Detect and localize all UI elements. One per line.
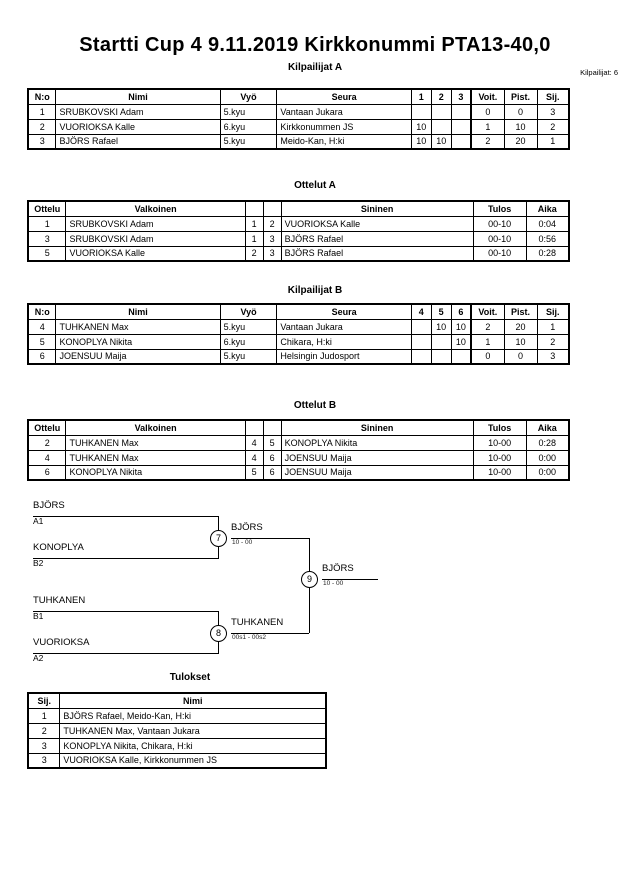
bracket-line [33, 558, 218, 559]
bracket-line [33, 516, 218, 517]
matches-a-heading: Ottelut A [294, 180, 336, 191]
table-row: 6 JOENSUU Maija 5.kyu Helsingin Judospor… [27, 348, 570, 365]
bracket-entry-seed: B1 [33, 611, 44, 621]
bracket-match-number: 9 [301, 571, 318, 588]
bracket-entry-seed: A2 [33, 653, 44, 663]
results-table: Sij. Nimi 1 BJÖRS Rafael, Meido-Kan, H:k… [27, 692, 327, 769]
results-heading: Tulokset [169, 672, 211, 683]
bracket-line [33, 653, 218, 654]
table-row: 6 KONOPLYA Nikita 5 6 JOENSUU Maija 10-0… [27, 464, 570, 481]
bracket-line [231, 633, 309, 634]
bracket-line [33, 611, 218, 612]
pool-a-heading: Kilpailijat A [287, 62, 343, 73]
pool-a-table: N:o Nimi Vyö Seura 1 2 3 Voit. Pist. Sij… [27, 88, 570, 150]
table-row: 2 VUORIOKSA Kalle 6.kyu Kirkkonummen JS … [27, 118, 570, 135]
bracket-entry-seed: B2 [33, 558, 44, 568]
bracket-match-number: 7 [210, 530, 227, 547]
table-header-row: Ottelu Valkoinen Sininen Tulos Aika [27, 200, 570, 217]
bracket-champion-name: BJÖRS [322, 563, 354, 574]
table-row: 3 VUORIOKSA Kalle, Kirkkonummen JS [27, 752, 327, 769]
bracket-score: 10 - 00 [323, 580, 344, 587]
table-header-row: N:o Nimi Vyö Seura 4 5 6 Voit. Pist. Sij… [27, 303, 570, 320]
table-row: 4 TUHKANEN Max 5.kyu Vantaan Jukara 10 1… [27, 318, 570, 335]
table-row: 5 KONOPLYA Nikita 6.kyu Chikara, H:ki 10… [27, 333, 570, 350]
table-row: 4 TUHKANEN Max 4 6 JOENSUU Maija 10-00 0… [27, 449, 570, 466]
pool-b-table: N:o Nimi Vyö Seura 4 5 6 Voit. Pist. Sij… [27, 303, 570, 365]
table-header-row: Ottelu Valkoinen Sininen Tulos Aika [27, 419, 570, 436]
bracket-winner-name: BJÖRS [231, 522, 263, 533]
bracket-match-number: 8 [210, 625, 227, 642]
bracket-entry-name: BJÖRS [33, 500, 65, 511]
table-row: 3 BJÖRS Rafael 5.kyu Meido-Kan, H:ki 10 … [27, 133, 570, 150]
bracket-line [322, 579, 378, 580]
elimination-bracket: BJÖRS A1 KONOPLYA B2 7 BJÖRS 10 - 00 TUH… [0, 495, 630, 670]
matches-b-heading: Ottelut B [293, 400, 337, 411]
table-row: 3 SRUBKOVSKI Adam 1 3 BJÖRS Rafael 00-10… [27, 230, 570, 247]
table-row: 2 TUHKANEN Max, Vantaan Jukara [27, 722, 327, 739]
table-row: 3 KONOPLYA Nikita, Chikara, H:ki [27, 737, 327, 754]
bracket-entry-name: TUHKANEN [33, 595, 86, 606]
table-row: 1 SRUBKOVSKI Adam 1 2 VUORIOKSA Kalle 00… [27, 215, 570, 232]
pool-b-heading: Kilpailijat B [287, 285, 343, 296]
matches-a-table: Ottelu Valkoinen Sininen Tulos Aika 1 SR… [27, 200, 570, 262]
bracket-score: 00s1 - 00s2 [232, 634, 266, 641]
table-header-row: N:o Nimi Vyö Seura 1 2 3 Voit. Pist. Sij… [27, 88, 570, 105]
table-row: 1 SRUBKOVSKI Adam 5.kyu Vantaan Jukara 0… [27, 103, 570, 120]
competitor-count: Kilpailijat: 6 [580, 68, 618, 77]
bracket-score: 10 - 00 [232, 539, 253, 546]
table-row: 2 TUHKANEN Max 4 5 KONOPLYA Nikita 10-00… [27, 434, 570, 451]
table-header-row: Sij. Nimi [27, 692, 327, 709]
bracket-entry-name: KONOPLYA [33, 542, 84, 553]
matches-b-table: Ottelu Valkoinen Sininen Tulos Aika 2 TU… [27, 419, 570, 481]
bracket-entry-name: VUORIOKSA [33, 637, 90, 648]
bracket-winner-name: TUHKANEN [231, 617, 284, 628]
bracket-entry-seed: A1 [33, 516, 44, 526]
page-title: Startti Cup 4 9.11.2019 Kirkkonummi PTA1… [79, 34, 551, 56]
table-row: 5 VUORIOKSA Kalle 2 3 BJÖRS Rafael 00-10… [27, 245, 570, 262]
table-row: 1 BJÖRS Rafael, Meido-Kan, H:ki [27, 707, 327, 724]
bracket-line [231, 538, 309, 539]
